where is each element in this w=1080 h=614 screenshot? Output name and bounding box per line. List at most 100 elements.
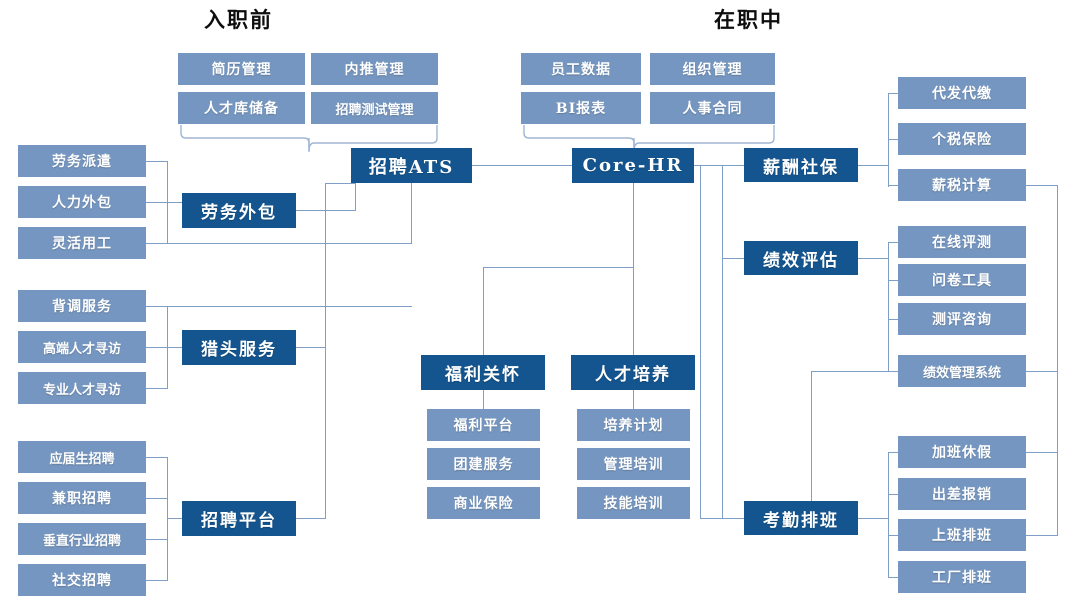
feature-box-attendance-2[interactable]: 上班排班: [898, 519, 1026, 551]
connector-bus-top-into-ats: [325, 183, 355, 185]
feature-box-platform-3[interactable]: 社交招聘: [18, 564, 146, 596]
connector-training-to-welfare: [483, 267, 633, 269]
feature-box-payroll-0[interactable]: 代发代缴: [898, 77, 1026, 109]
feature-box-ats-0[interactable]: 简历管理: [178, 53, 305, 85]
connector-headhunting-branch-2: [146, 388, 168, 390]
feature-box-headhunting-0[interactable]: 背调服务: [18, 290, 146, 322]
connector-right-rail: [1057, 185, 1059, 535]
connector-performance-trunk: [858, 258, 888, 260]
connector-rail-overtime: [1026, 452, 1058, 454]
module-node-training[interactable]: 人才培养: [571, 355, 695, 390]
connector-perf-system-down: [811, 371, 813, 518]
connector-rail-perf-system: [1026, 371, 1058, 373]
feature-box-platform-1[interactable]: 兼职招聘: [18, 482, 146, 514]
feature-box-welfare-1[interactable]: 团建服务: [427, 448, 540, 480]
connector-attendance-branch-1: [888, 494, 899, 496]
feature-box-attendance-0[interactable]: 加班休假: [898, 436, 1026, 468]
connector-flex-long: [146, 243, 412, 245]
section-title-in-service: 在职中: [714, 7, 783, 32]
feature-box-headhunting-2[interactable]: 专业人才寻访: [18, 372, 146, 404]
connector-performance-branch-1: [888, 280, 899, 282]
connector-headhunting-branch-1: [146, 347, 168, 349]
module-node-attendance[interactable]: 考勤排班: [744, 501, 858, 535]
connector-outer-left-bus: [700, 165, 702, 518]
feature-box-outsourcing-1[interactable]: 人力外包: [18, 186, 146, 218]
feature-box-training-2[interactable]: 技能培训: [577, 487, 690, 519]
feature-box-ats-3[interactable]: 招聘测试管理: [311, 92, 438, 124]
module-node-headhunting[interactable]: 猎头服务: [182, 330, 296, 365]
connector-rail-payroll-calc: [1026, 185, 1058, 187]
connector-payroll-branch-1: [888, 139, 899, 141]
section-title-pre-onboarding: 入职前: [204, 7, 273, 32]
feature-box-training-0[interactable]: 培养计划: [577, 409, 690, 441]
feature-box-ats-1[interactable]: 内推管理: [311, 53, 438, 85]
connector-corehr-left-bus: [722, 165, 724, 518]
feature-box-platform-0[interactable]: 应届生招聘: [18, 441, 146, 473]
module-node-welfare[interactable]: 福利关怀: [421, 355, 545, 390]
connector-platform-branch-2: [146, 539, 168, 541]
connector-welfare-stem: [483, 390, 485, 410]
feature-box-outsourcing-2[interactable]: 灵活用工: [18, 227, 146, 259]
connector-headhunting-stem: [167, 347, 183, 349]
feature-box-corehr-3[interactable]: 人事合同: [650, 92, 775, 124]
connector-corehr-to-training: [633, 183, 635, 361]
connector-platform-branch-0: [146, 457, 168, 459]
connector-training-stem: [633, 390, 635, 410]
connector-attendance-spine: [888, 452, 890, 577]
feature-box-corehr-1[interactable]: 组织管理: [650, 53, 775, 85]
feature-box-performance-3[interactable]: 绩效管理系统: [898, 355, 1026, 387]
connector-attendance-trunk: [858, 518, 888, 520]
connector-welfare-down: [483, 267, 485, 361]
feature-box-training-1[interactable]: 管理培训: [577, 448, 690, 480]
connector-payroll-branch-2: [888, 185, 899, 187]
feature-box-welfare-0[interactable]: 福利平台: [427, 409, 540, 441]
connector-platform-stem: [167, 518, 183, 520]
feature-box-corehr-2[interactable]: BI报表: [521, 92, 641, 124]
connector-backcheck-long: [146, 306, 412, 308]
connector-attendance-branch-0: [888, 452, 899, 454]
connector-ats-to-corehr: [472, 165, 572, 167]
connector-platform-branch-3: [146, 580, 168, 582]
feature-box-performance-0[interactable]: 在线评测: [898, 226, 1026, 258]
connector-left-vertical-bus: [325, 183, 327, 518]
feature-box-ats-2[interactable]: 人才库储备: [178, 92, 305, 124]
feature-box-payroll-2[interactable]: 薪税计算: [898, 169, 1026, 201]
feature-box-attendance-1[interactable]: 出差报销: [898, 478, 1026, 510]
connector-platform-to-bus: [296, 518, 326, 520]
module-node-platform[interactable]: 招聘平台: [182, 501, 296, 536]
module-node-outsourcing[interactable]: 劳务外包: [182, 193, 296, 228]
connector-payroll-branch-0: [888, 93, 899, 95]
connector-outsourcing-branch-0: [146, 161, 168, 163]
connector-platform-branch-1: [146, 498, 168, 500]
module-node-corehr[interactable]: Core-HR: [572, 148, 694, 183]
connector-headhunting-to-bus: [296, 347, 326, 349]
module-node-payroll[interactable]: 薪酬社保: [744, 148, 858, 182]
feature-box-corehr-0[interactable]: 员工数据: [521, 53, 641, 85]
connector-performance-branch-2: [888, 319, 899, 321]
connector-outsourcing-branch-1: [146, 202, 168, 204]
feature-box-welfare-2[interactable]: 商业保险: [427, 487, 540, 519]
connector-performance-spine: [888, 242, 890, 372]
module-node-performance[interactable]: 绩效评估: [744, 241, 858, 275]
feature-box-payroll-1[interactable]: 个税保险: [898, 123, 1026, 155]
connector-performance-branch-0: [888, 242, 899, 244]
module-node-ats[interactable]: 招聘ATS: [351, 148, 472, 183]
connector-attendance-branch-2: [888, 535, 899, 537]
feature-box-attendance-3[interactable]: 工厂排班: [898, 561, 1026, 593]
connector-outsourcing-up: [355, 175, 357, 210]
feature-box-performance-2[interactable]: 测评咨询: [898, 303, 1026, 335]
connector-payroll-trunk: [858, 165, 888, 167]
connector-outsourcing-stem: [167, 202, 183, 204]
connector-outer-bus-to-attendance: [700, 518, 745, 520]
connector-attendance-branch-3: [888, 577, 899, 579]
bracket-ats: [178, 124, 440, 152]
feature-box-performance-1[interactable]: 问卷工具: [898, 264, 1026, 296]
connector-rail-shift: [1026, 535, 1058, 537]
feature-box-outsourcing-0[interactable]: 劳务派遣: [18, 145, 146, 177]
feature-box-platform-2[interactable]: 垂直行业招聘: [18, 523, 146, 555]
connector-outer-bus-top: [700, 165, 744, 167]
connector-perf-system-left: [811, 371, 899, 373]
feature-box-headhunting-1[interactable]: 高端人才寻访: [18, 331, 146, 363]
connector-bus-to-performance: [722, 258, 745, 260]
